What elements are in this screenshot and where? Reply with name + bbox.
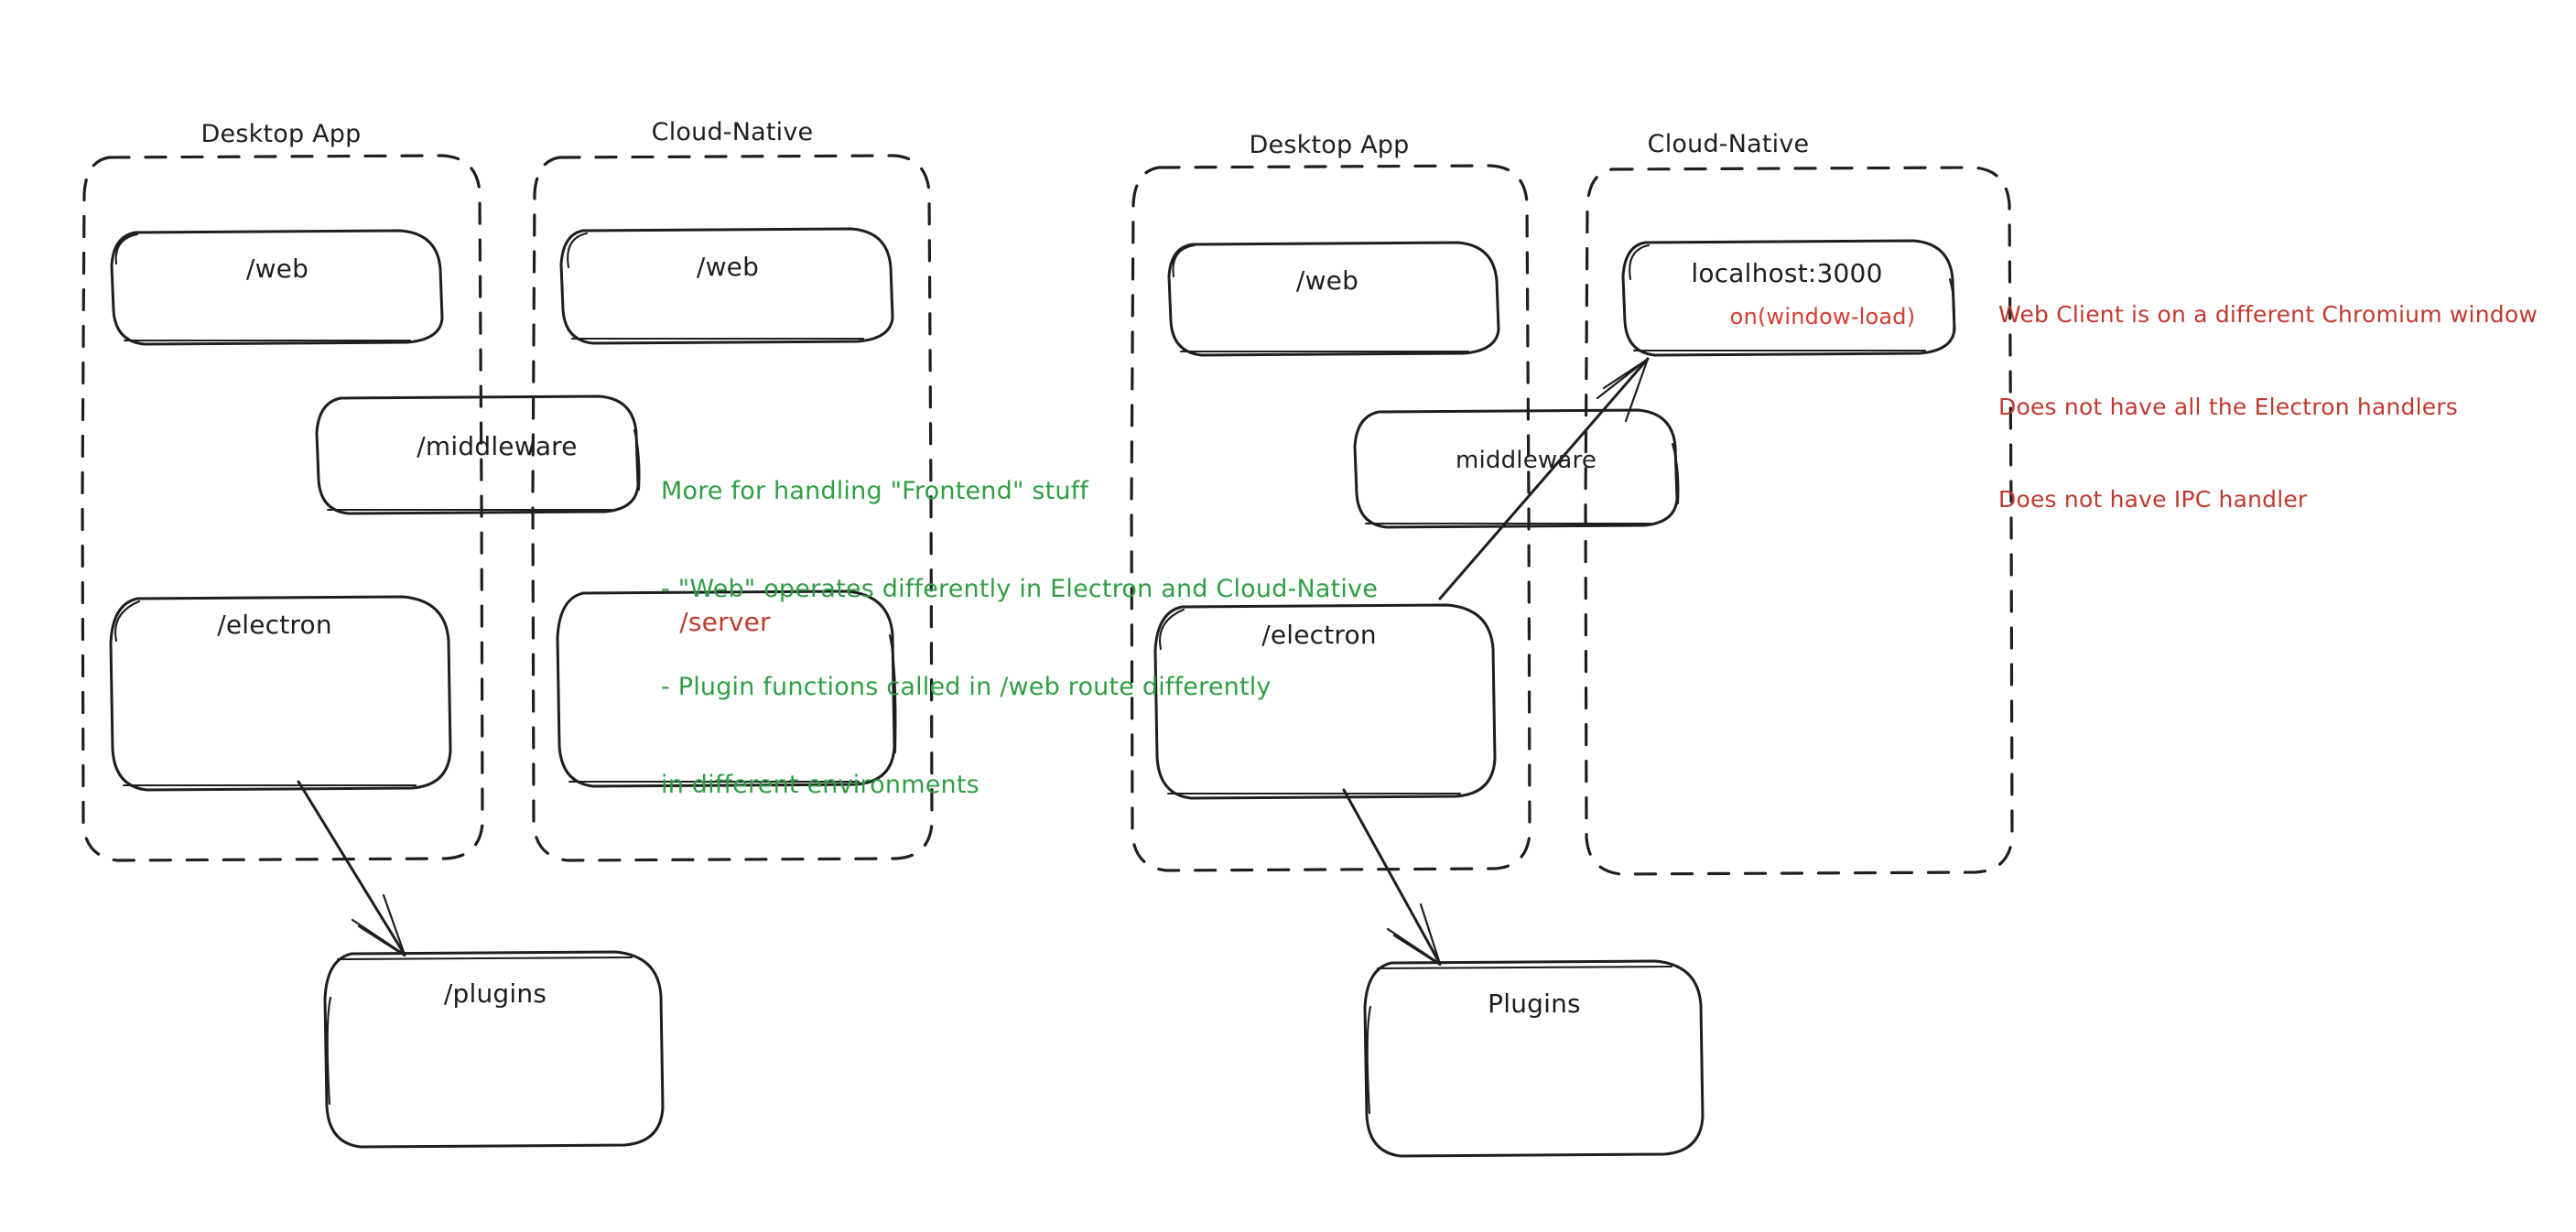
- red-annotation-line-2: Does not have all the Electron handlers: [1998, 393, 2459, 420]
- red-annotation: Web Client is on a different Chromium wi…: [1998, 237, 2538, 577]
- green-annotation-line-1: More for handling "Frontend" stuff: [661, 477, 1089, 506]
- right-desktop-web-box: [1167, 241, 1500, 357]
- green-annotation-line-2: - "Web" operates differently in Electron…: [661, 575, 1379, 604]
- right-cloud-native-title: Cloud-Native: [1647, 130, 1810, 158]
- right-middleware-label: middleware: [1455, 447, 1597, 474]
- green-annotation-line-4: in different environments: [661, 770, 980, 799]
- left-desktop-web-label: /web: [245, 254, 309, 284]
- left-cloud-native-container: [531, 154, 934, 862]
- left-desktop-app-title: Desktop App: [200, 120, 362, 148]
- left-middleware-box: [315, 394, 641, 515]
- red-annotation-line-1: Web Client is on a different Chromium wi…: [1998, 300, 2538, 328]
- right-localhost-sub-label: on(window-load): [1729, 304, 1916, 330]
- red-annotation-line-3: Does not have IPC handler: [1998, 486, 2308, 513]
- left-electron-to-plugins-arrow: [297, 780, 406, 957]
- right-middleware-box: [1353, 408, 1680, 529]
- left-electron-label: /electron: [217, 610, 332, 640]
- right-localhost-box: [1621, 239, 1956, 357]
- left-server-label: /server: [679, 607, 771, 637]
- right-electron-label: /electron: [1261, 620, 1377, 650]
- right-electron-to-plugins-arrow: [1342, 788, 1442, 967]
- left-desktop-web-box: [110, 229, 444, 346]
- right-plugins-box: [1363, 959, 1705, 1158]
- left-cloud-web-label: /web: [696, 252, 760, 282]
- right-localhost-label: localhost:3000: [1691, 258, 1883, 288]
- left-cloud-web-box: [559, 227, 894, 345]
- right-desktop-app-container: [1130, 164, 1532, 872]
- right-electron-box: [1153, 603, 1497, 800]
- right-electron-to-localhost-arrow: [1438, 357, 1650, 600]
- right-desktop-web-label: /web: [1295, 265, 1359, 296]
- left-server-box: [556, 589, 897, 788]
- green-annotation-line-3: - Plugin functions called in /web route …: [661, 673, 1272, 701]
- left-plugins-label: /plugins: [443, 978, 547, 1009]
- left-electron-box: [109, 595, 452, 792]
- right-plugins-label: Plugins: [1488, 989, 1581, 1019]
- left-desktop-app-container: [81, 154, 484, 862]
- right-cloud-native-container: [1584, 166, 2014, 876]
- left-plugins-box: [323, 950, 665, 1149]
- left-cloud-native-title: Cloud-Native: [651, 118, 814, 146]
- right-desktop-app-title: Desktop App: [1249, 131, 1410, 159]
- green-annotation: More for handling "Frontend" stuff - "We…: [661, 410, 1378, 867]
- left-middleware-label: /middleware: [417, 431, 578, 461]
